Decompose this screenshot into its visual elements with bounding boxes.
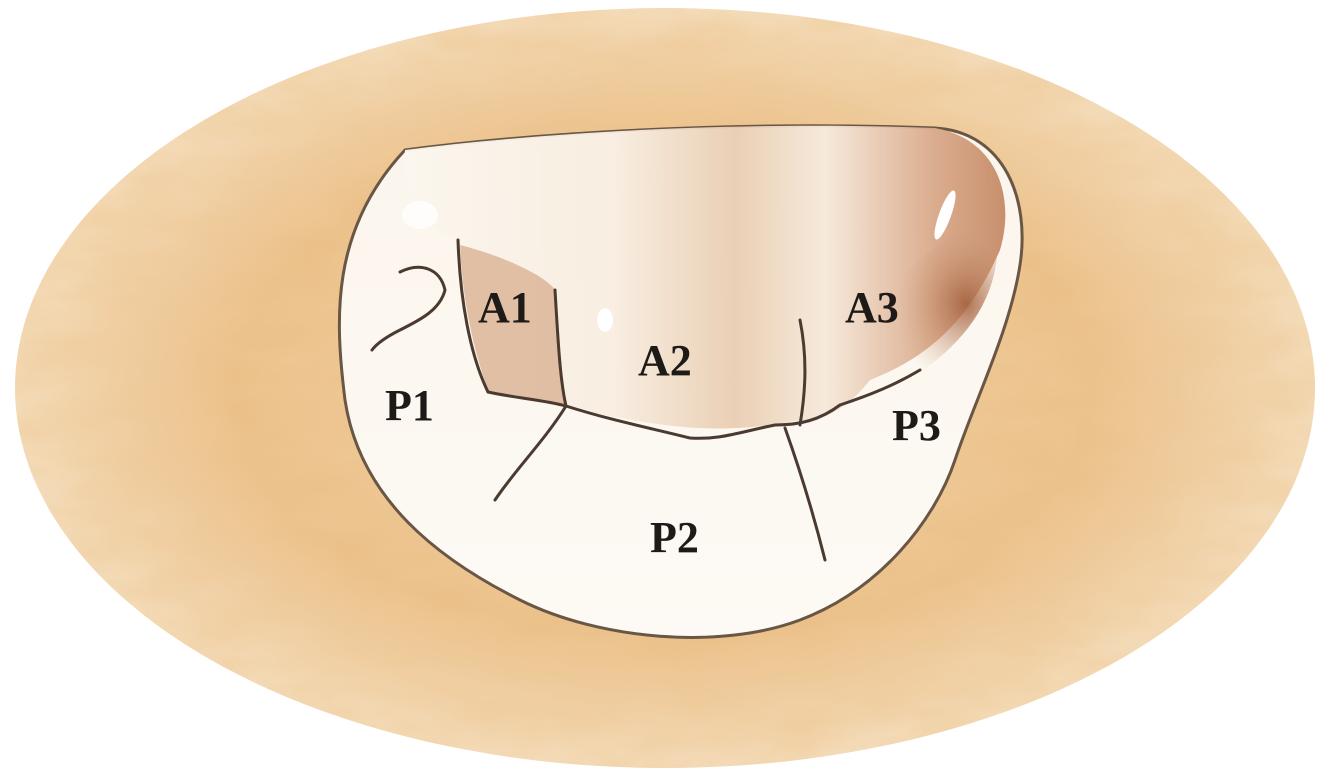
label-p2: P2: [650, 513, 699, 562]
highlight: [402, 201, 438, 229]
label-a1: A1: [478, 283, 532, 332]
label-p1: P1: [385, 381, 434, 430]
label-a2: A2: [638, 336, 692, 385]
label-a3: A3: [845, 283, 899, 332]
highlight: [597, 308, 613, 332]
label-p3: P3: [892, 401, 941, 450]
